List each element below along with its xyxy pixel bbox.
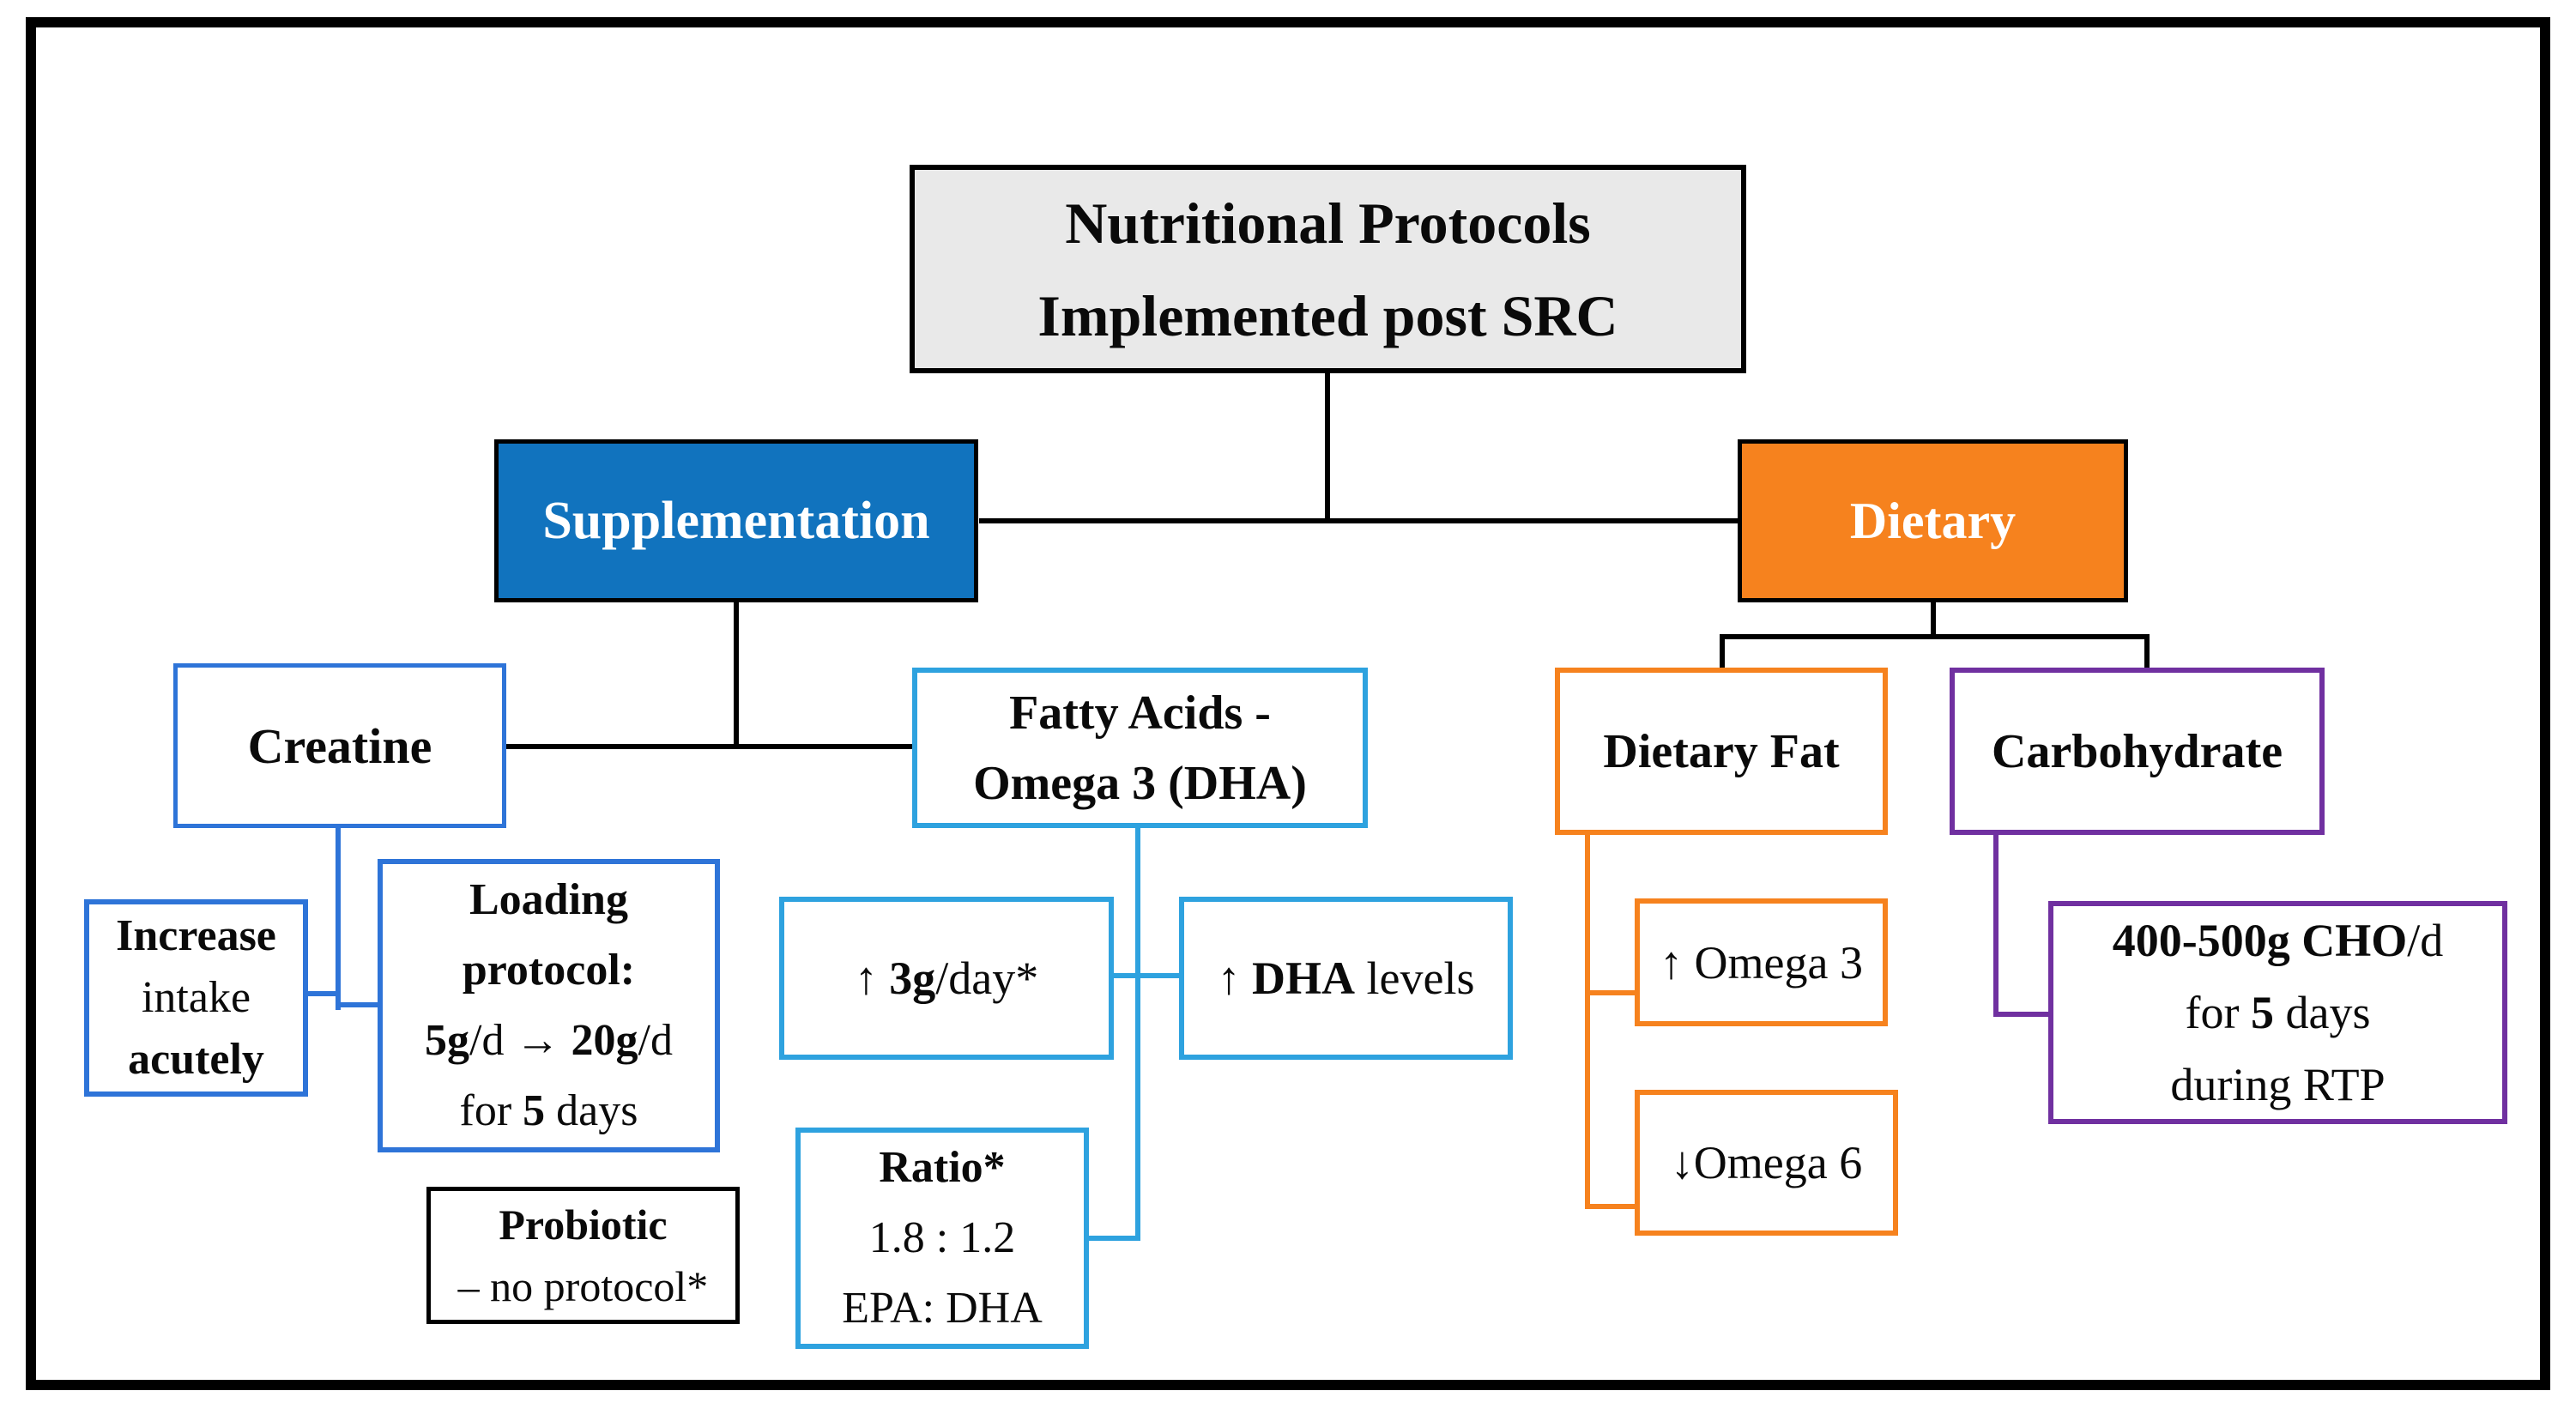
connector-carbohydrate-down	[1993, 831, 1999, 1017]
dietary-label: Dietary	[1849, 492, 2017, 549]
connector-fattyacids-down	[1135, 828, 1140, 1241]
node-cho-protocol: 400-500g CHO/d for 5 days during RTP	[2048, 901, 2507, 1124]
ratio-line-2: 1.8 : 1.2	[868, 1213, 1016, 1262]
node-dietary-fat: Dietary Fat	[1555, 668, 1888, 835]
omega3-label: ↑ Omega 3	[1660, 936, 1863, 989]
node-fatty-acids: Fatty Acids - Omega 3 (DHA)	[912, 668, 1368, 828]
dietary-fat-label: Dietary Fat	[1603, 724, 1840, 778]
increase-line-3: acutely	[128, 1035, 264, 1084]
loading-line-2: protocol:	[462, 946, 636, 995]
connector-to-carbohydrate	[2144, 634, 2150, 668]
connector-supplementation-down	[734, 602, 739, 749]
node-root-title: Nutritional Protocols Implemented post S…	[910, 165, 1746, 373]
cho-line-1: 400-500g CHO/d	[2112, 915, 2444, 966]
connector-dosage-dha	[1114, 973, 1181, 978]
connector-creatine-fattyacids	[506, 744, 913, 749]
node-dha-levels: ↑ DHA levels	[1179, 897, 1513, 1060]
cho-line-3: during RTP	[2170, 1059, 2386, 1110]
node-probiotic: Probiotic – no protocol*	[426, 1187, 740, 1324]
probiotic-line-2: – no protocol*	[457, 1262, 709, 1310]
creatine-label: Creatine	[247, 717, 432, 774]
node-increase-intake: Increase intake acutely	[84, 899, 308, 1097]
root-line-1: Nutritional Protocols	[1065, 190, 1591, 256]
increase-line-1: Increase	[116, 911, 276, 960]
fatty-acids-line-1: Fatty Acids -	[1009, 686, 1271, 740]
fatty-acids-line-2: Omega 3 (DHA)	[973, 756, 1307, 810]
connector-creatine-down	[336, 828, 341, 1010]
connector-dietary-split	[1722, 634, 2150, 639]
connector-root-down	[1325, 373, 1330, 523]
increase-line-2: intake	[141, 973, 251, 1022]
dha-levels-label: ↑ DHA levels	[1217, 952, 1475, 1004]
node-ratio: Ratio* 1.8 : 1.2 EPA: DHA	[795, 1128, 1089, 1349]
node-omega6: ↓Omega 6	[1635, 1090, 1898, 1236]
connector-supplementation-dietary	[979, 518, 1738, 523]
omega6-label: ↓Omega 6	[1670, 1137, 1863, 1188]
node-dosage-3g-day: ↑ 3g/day*	[779, 897, 1114, 1060]
node-loading-protocol: Loading protocol: 5g/d → 20g/d for 5 day…	[378, 859, 720, 1152]
connector-to-dietaryfat	[1720, 634, 1725, 668]
ratio-line-3: EPA: DHA	[842, 1284, 1043, 1333]
ratio-line-1: Ratio*	[879, 1143, 1006, 1192]
probiotic-line-1: Probiotic	[499, 1200, 668, 1249]
connector-to-omega6	[1585, 1204, 1636, 1209]
loading-line-4: for 5 days	[459, 1086, 638, 1135]
loading-line-3: 5g/d → 20g/d	[425, 1016, 673, 1065]
root-line-2: Implemented post SRC	[1037, 282, 1618, 348]
node-supplementation: Supplementation	[494, 439, 978, 602]
dosage-label: ↑ 3g/day*	[854, 952, 1039, 1004]
cho-line-2: for 5 days	[2185, 987, 2371, 1038]
node-dietary: Dietary	[1738, 439, 2128, 602]
node-omega3: ↑ Omega 3	[1635, 898, 1888, 1026]
loading-line-1: Loading	[469, 875, 628, 924]
connector-to-omega3	[1585, 990, 1636, 995]
connector-to-ratio	[1089, 1236, 1140, 1241]
carbohydrate-label: Carbohydrate	[1991, 724, 2283, 778]
connector-to-loading	[336, 1002, 380, 1007]
connector-to-increase	[307, 991, 341, 996]
connector-dietaryfat-down	[1585, 835, 1590, 1209]
node-carbohydrate: Carbohydrate	[1950, 668, 2325, 835]
connector-to-cho	[1993, 1012, 2050, 1017]
connector-dietary-down	[1931, 602, 1936, 639]
supplementation-label: Supplementation	[542, 491, 930, 550]
node-creatine: Creatine	[173, 663, 506, 828]
